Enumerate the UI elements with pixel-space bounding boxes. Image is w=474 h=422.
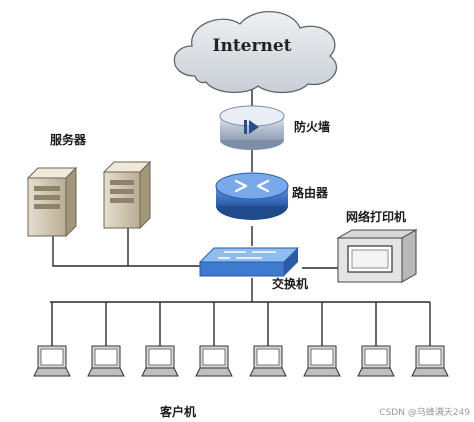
switch-label: 交换机 [272,277,309,291]
clients-label: 客户机 [160,405,197,419]
server-2 [102,160,152,230]
internet-cloud: Internet [173,11,337,94]
client-computer [303,345,341,377]
firewall-label: 防火墙 [294,120,331,134]
client-computer [249,345,287,377]
router-arrows-icon [234,179,270,193]
switch-arrows-icon [218,251,276,259]
client-drop-lines [51,302,431,346]
client-computer [87,345,125,377]
firewall-device [219,105,285,150]
servers-label: 服务器 [50,133,87,147]
network-printer [336,229,418,283]
cloud-label: Internet [213,36,292,56]
router-label: 路由器 [292,186,329,200]
client-computer [141,345,179,377]
server-1 [26,166,78,238]
watermark: CSDN @乌蜂满天249 [379,408,470,418]
client-computer [195,345,233,377]
firewall-icon [244,120,259,134]
router-device [215,172,289,220]
client-computer [357,345,395,377]
client-computer [411,345,449,377]
client-computers [33,345,449,377]
client-computer [33,345,71,377]
switch-device [198,247,300,277]
printer-label: 网络打印机 [346,210,407,224]
link-servers-switch [52,236,200,267]
